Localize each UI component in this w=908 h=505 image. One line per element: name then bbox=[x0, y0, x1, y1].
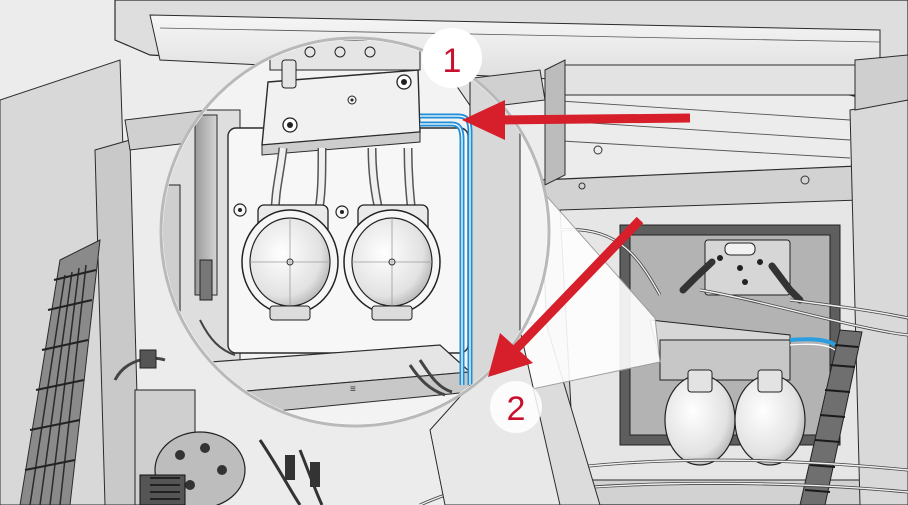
arrow-callout-1 bbox=[462, 100, 691, 140]
callout-number-1: 1 bbox=[443, 42, 462, 80]
cable-chain-right bbox=[799, 329, 863, 505]
callout-marker-2: 2 bbox=[490, 381, 542, 433]
callout-number-2: 2 bbox=[507, 390, 526, 428]
manifold-block bbox=[261, 59, 421, 156]
cable-chain-left bbox=[19, 239, 101, 505]
magnifier-lens: ≡ bbox=[159, 36, 551, 428]
bottom-components bbox=[113, 349, 324, 505]
svg-text:≡: ≡ bbox=[350, 384, 356, 395]
pump-head-assembly-small bbox=[649, 319, 837, 466]
callout-marker-1: 1 bbox=[422, 28, 482, 88]
arrow-callout-2 bbox=[488, 216, 644, 377]
pump-head-right bbox=[343, 204, 441, 321]
valve-block-right bbox=[679, 239, 804, 304]
pump-head-left bbox=[241, 204, 339, 321]
